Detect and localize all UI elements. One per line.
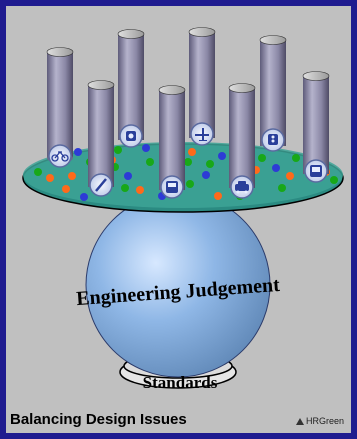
car-icon <box>235 181 249 194</box>
cylinder-bus <box>158 85 186 199</box>
airplane-icon <box>195 128 209 141</box>
company-logo: HRGreen <box>296 416 351 426</box>
pipe-icon <box>95 178 107 192</box>
logo-text: HRGreen <box>306 416 345 426</box>
traffic-light-icon <box>268 134 278 145</box>
bus-icon <box>166 181 178 193</box>
logo-mark-icon <box>296 417 304 425</box>
cylinder-airplane <box>188 27 216 146</box>
cylinder-traffic-light <box>259 35 287 152</box>
bicycle-icon <box>51 150 69 162</box>
truck-icon <box>310 165 322 177</box>
cylinder-gear <box>117 29 145 148</box>
base-label: Standards <box>143 373 218 392</box>
gear-icon <box>126 131 136 141</box>
cylinder-car <box>228 83 256 199</box>
slide-title: Balancing Design Issues <box>10 411 187 428</box>
cylinder-pipe <box>87 80 115 197</box>
cylinder-bicycle <box>46 47 74 168</box>
cylinder-truck <box>302 71 330 183</box>
